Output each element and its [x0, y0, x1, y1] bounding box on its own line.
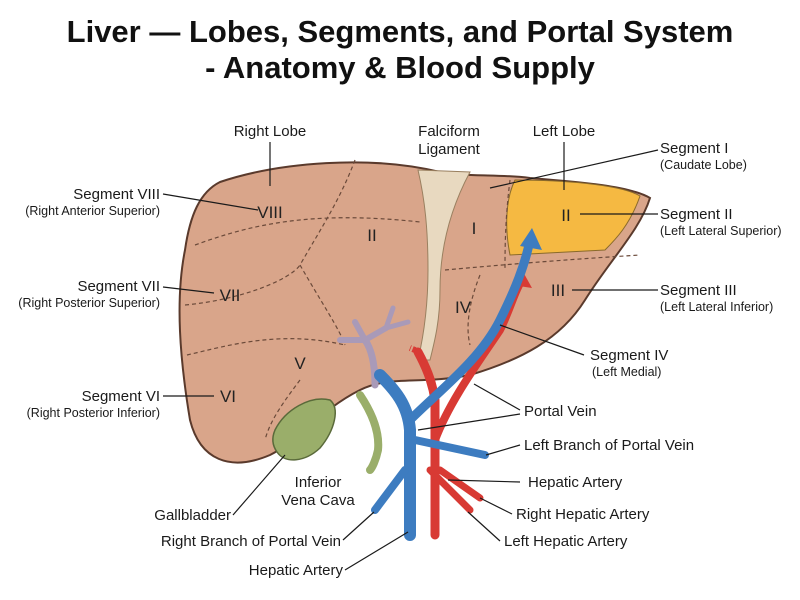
label-right-hepatic-artery: Right Hepatic Artery [516, 506, 650, 523]
segment-numeral-vi: VI [220, 387, 236, 406]
label-left-hepatic-artery: Left Hepatic Artery [504, 533, 628, 550]
inferior-vena-cava-tube [356, 391, 383, 474]
label-segment-vii: Segment VII [77, 278, 160, 295]
label-ivc-line2: Vena Cava [281, 492, 355, 509]
gallbladder [272, 398, 336, 461]
label-segment-vi-sub: (Right Posterior Inferior) [27, 406, 160, 420]
segment-numeral-iv: IV [455, 298, 472, 317]
label-segment-iv-sub: (Left Medial) [592, 365, 661, 379]
segment-numeral-ii-right: II [367, 226, 376, 245]
page-title: Liver — Lobes, Segments, and Portal Syst… [0, 14, 800, 86]
label-falciform-line1: Falciform [418, 123, 480, 140]
segment-ii-highlight [506, 179, 641, 256]
leader-lines [162, 142, 659, 571]
label-ivc-line1: Inferior [295, 474, 342, 491]
label-left-lobe: Left Lobe [533, 123, 596, 140]
title-line-2: - Anatomy & Blood Supply [205, 50, 595, 85]
falciform-ligament [417, 169, 471, 361]
label-segment-vii-sub: (Right Posterior Superior) [18, 296, 160, 310]
label-hepatic-artery-bottom: Hepatic Artery [249, 562, 344, 579]
label-segment-ii-sub: (Left Lateral Superior) [660, 224, 782, 238]
segment-numeral-viii: VIII [257, 203, 283, 222]
label-segment-iii: Segment III [660, 282, 737, 299]
label-segment-viii: Segment VIII [73, 186, 160, 203]
label-right-lobe: Right Lobe [234, 123, 307, 140]
title-line-1: Liver — Lobes, Segments, and Portal Syst… [66, 14, 734, 49]
label-hepatic-artery-right: Hepatic Artery [528, 474, 623, 491]
label-portal-vein: Portal Vein [524, 403, 597, 420]
label-segment-ii: Segment II [660, 206, 733, 223]
label-segment-iv: Segment IV [590, 347, 668, 364]
label-segment-viii-sub: (Right Anterior Superior) [25, 204, 160, 218]
label-segment-iii-sub: (Left Lateral Inferior) [660, 300, 773, 314]
label-segment-i: Segment I [660, 140, 728, 157]
segment-numeral-i: I [472, 219, 477, 238]
label-segment-i-sub: (Caudate Lobe) [660, 158, 747, 172]
label-segment-vi: Segment VI [82, 388, 160, 405]
label-falciform-line2: Ligament [418, 141, 481, 158]
biliary-tree [337, 305, 411, 389]
segment-numeral-v: V [294, 354, 306, 373]
segment-numeral-vii: VII [220, 286, 241, 305]
label-gallbladder: Gallbladder [154, 507, 231, 524]
label-right-branch-portal-vein: Right Branch of Portal Vein [161, 533, 341, 550]
segment-numeral-ii-left: II [561, 206, 570, 225]
portal-vein [371, 228, 542, 541]
label-left-branch-portal-vein: Left Branch of Portal Vein [524, 437, 694, 454]
segment-numerals: VIII VII VI V II I IV II III [220, 203, 571, 406]
segment-numeral-iii: III [551, 281, 565, 300]
